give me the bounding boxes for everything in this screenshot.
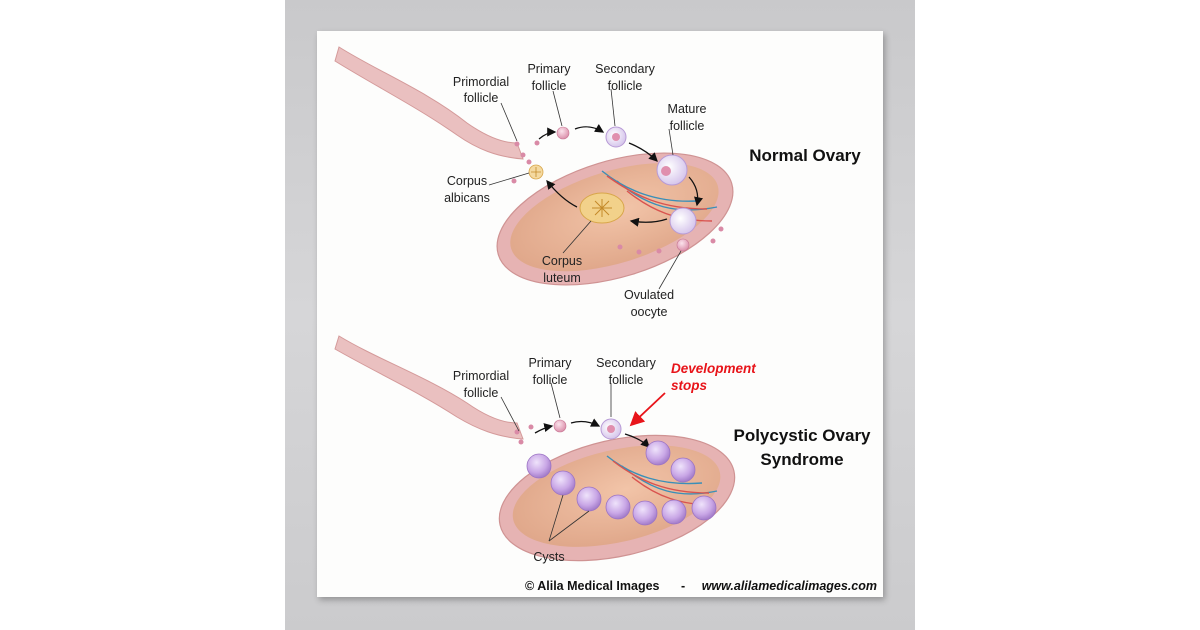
pcos-arrows xyxy=(534,418,650,448)
normal-leader-lines xyxy=(488,88,682,290)
cysts-label: Cysts xyxy=(533,550,564,564)
footer: © Alila Medical Images - www.alilamedica… xyxy=(525,579,877,593)
normal-ovulated-oocyte xyxy=(676,238,690,252)
pcos-cysts xyxy=(526,440,717,526)
normal-corpus-luteum xyxy=(579,192,625,224)
pcos-leader-lines xyxy=(500,382,612,542)
normal-ligament xyxy=(334,46,524,160)
pcos-primordial-dots xyxy=(514,424,534,445)
normal-cycle-arrows xyxy=(538,124,703,227)
normal-vessels xyxy=(601,170,718,222)
normal-primary-follicle xyxy=(556,126,570,140)
normal-ovulating-follicle xyxy=(669,207,697,235)
footer-separator: - xyxy=(681,579,685,593)
normal-mature-follicle xyxy=(656,154,688,186)
copyright-label: © Alila Medical Images xyxy=(525,579,660,593)
normal-corpus-albicans xyxy=(528,164,544,180)
development-stops-arrow xyxy=(629,392,666,427)
website-link[interactable]: www.alilamedicalimages.com xyxy=(702,579,877,593)
pcos-ligament xyxy=(334,335,524,440)
normal-primordial-dots xyxy=(511,140,724,255)
pcos-primary-follicle xyxy=(553,419,567,433)
normal-ovary-title: Normal Ovary xyxy=(749,146,861,165)
